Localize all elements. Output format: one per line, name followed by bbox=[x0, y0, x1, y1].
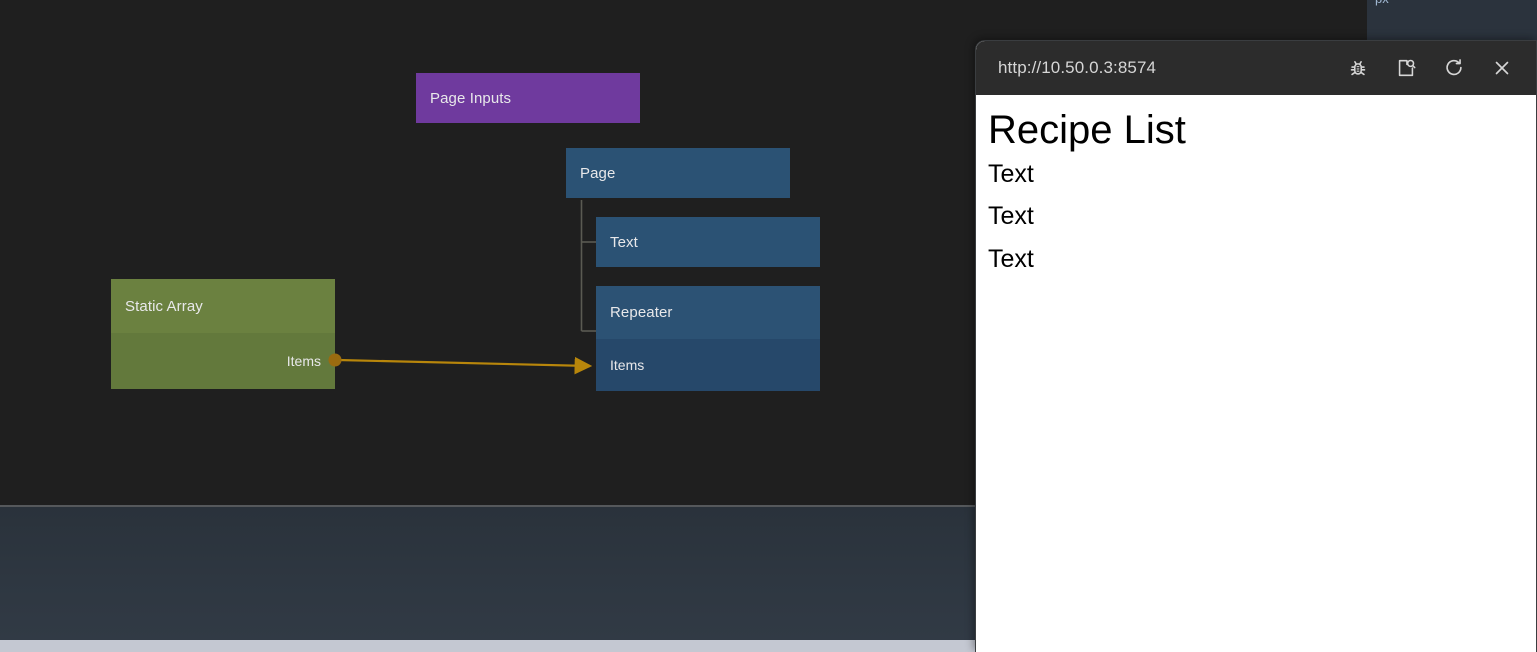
list-item: Text bbox=[988, 160, 1034, 188]
bug-icon[interactable] bbox=[1338, 48, 1378, 88]
page-heading: Recipe List bbox=[988, 108, 1186, 152]
close-icon[interactable] bbox=[1482, 48, 1522, 88]
list-item: Text bbox=[988, 202, 1034, 231]
node-static-array-port-items[interactable]: Items bbox=[111, 333, 335, 389]
node-repeater-title: Repeater bbox=[596, 286, 820, 339]
url-field[interactable]: http://10.50.0.3:8574 bbox=[998, 58, 1157, 77]
background-panel-peek: px bbox=[1367, 0, 1537, 40]
lower-panel bbox=[0, 505, 975, 640]
node-graph-canvas[interactable]: Page Inputs Page Text Repeater Items Sta… bbox=[0, 0, 975, 505]
node-static-array-port-items-label: Items bbox=[286, 353, 321, 369]
list-item: Text bbox=[988, 244, 1034, 273]
peek-panel-label: px bbox=[1375, 0, 1389, 6]
node-page-inputs-title: Page Inputs bbox=[430, 89, 512, 107]
node-page[interactable]: Page bbox=[566, 148, 790, 198]
browser-preview-window[interactable]: http://10.50.0.3:8574 bbox=[975, 40, 1537, 652]
node-static-array[interactable]: Static Array Items bbox=[111, 279, 335, 389]
status-strip bbox=[0, 640, 975, 652]
node-repeater-port-items-label: Items bbox=[610, 357, 645, 373]
node-page-title: Page bbox=[580, 164, 616, 182]
reload-icon[interactable] bbox=[1434, 48, 1474, 88]
node-static-array-title: Static Array bbox=[111, 279, 335, 333]
page-inspect-icon[interactable] bbox=[1386, 48, 1426, 88]
node-text-title: Text bbox=[610, 233, 638, 251]
node-page-inputs[interactable]: Page Inputs bbox=[416, 73, 640, 123]
browser-content: Recipe List Text Text Text bbox=[976, 95, 1536, 652]
node-text[interactable]: Text bbox=[596, 217, 820, 267]
browser-toolbar: http://10.50.0.3:8574 bbox=[976, 41, 1536, 95]
node-repeater-port-items[interactable]: Items bbox=[596, 339, 820, 391]
node-repeater[interactable]: Repeater Items bbox=[596, 286, 820, 391]
